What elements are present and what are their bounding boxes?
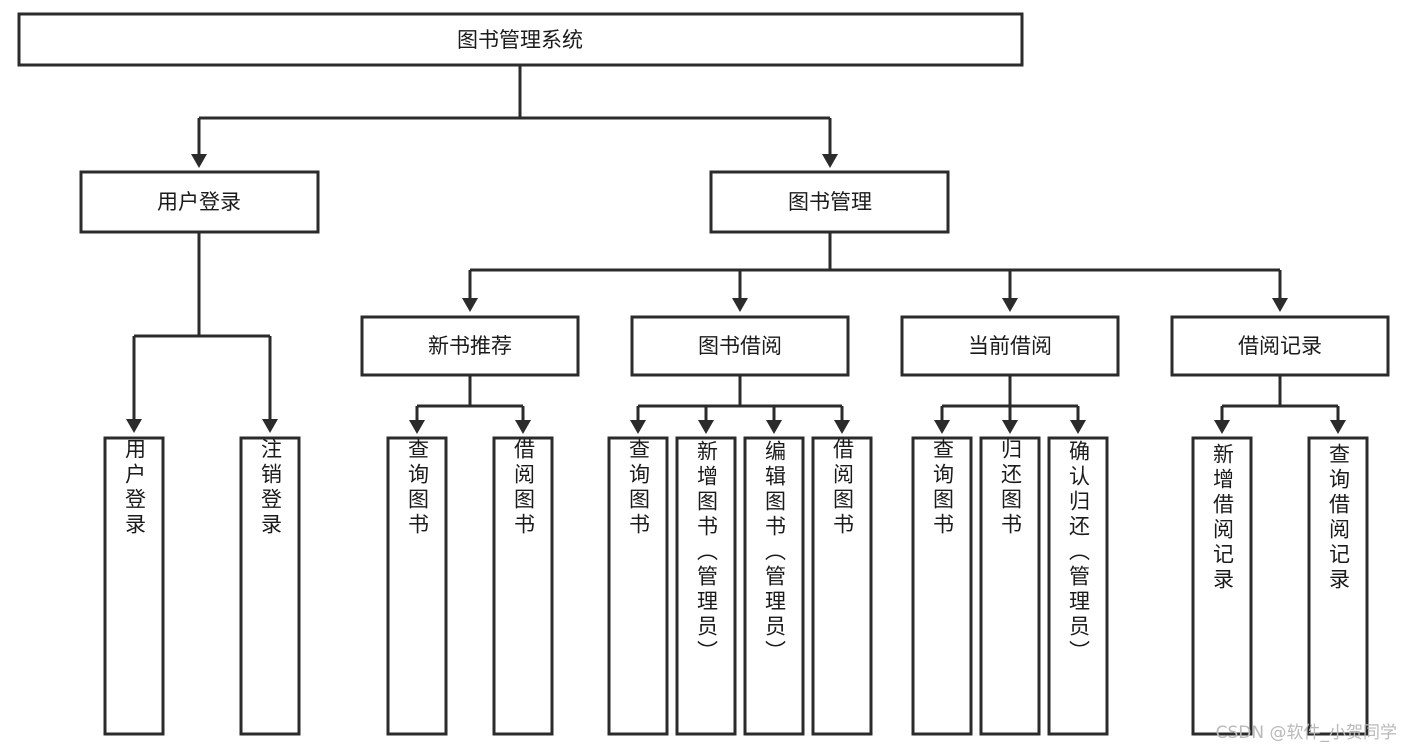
node-new-book-box[interactable]	[360, 315, 580, 377]
node-book-manage-label: 图书管理	[788, 190, 872, 214]
leaf-book-borrow-4-box[interactable]	[811, 436, 873, 736]
node-borrow-record-label: 借阅记录	[1238, 334, 1322, 358]
node-book-borrow-box[interactable]	[630, 315, 850, 377]
leaf-book-borrow-2-box[interactable]	[675, 436, 737, 736]
leaf-current-borrow-2-box[interactable]	[979, 436, 1041, 736]
leaf-new-book-1-box[interactable]	[386, 436, 448, 736]
node-current-borrow-box[interactable]	[900, 315, 1120, 377]
leaf-borrow-record-2-box[interactable]	[1307, 436, 1369, 736]
node-borrow-record-box[interactable]	[1170, 315, 1390, 377]
leaf-user-login-1-box[interactable]	[103, 436, 165, 736]
node-user-login-label: 用户登录	[157, 190, 241, 214]
node-root-label: 图书管理系统	[457, 28, 583, 52]
leaf-user-login-2-box[interactable]	[239, 436, 301, 736]
leaf-new-book-2-box[interactable]	[492, 436, 554, 736]
node-current-borrow-label: 当前借阅	[968, 334, 1052, 358]
leaf-borrow-record-1-box[interactable]	[1191, 436, 1253, 736]
leaf-book-borrow-1-box[interactable]	[607, 436, 669, 736]
leaf-current-borrow-1-box[interactable]	[911, 436, 973, 736]
node-root-box[interactable]	[17, 12, 1024, 67]
leaf-book-borrow-3-box[interactable]	[743, 436, 805, 736]
leaf-current-borrow-3-box[interactable]	[1047, 436, 1109, 736]
node-book-borrow-label: 图书借阅	[698, 334, 782, 358]
node-book-manage-box[interactable]	[709, 170, 950, 234]
node-new-book-label: 新书推荐	[428, 334, 512, 358]
